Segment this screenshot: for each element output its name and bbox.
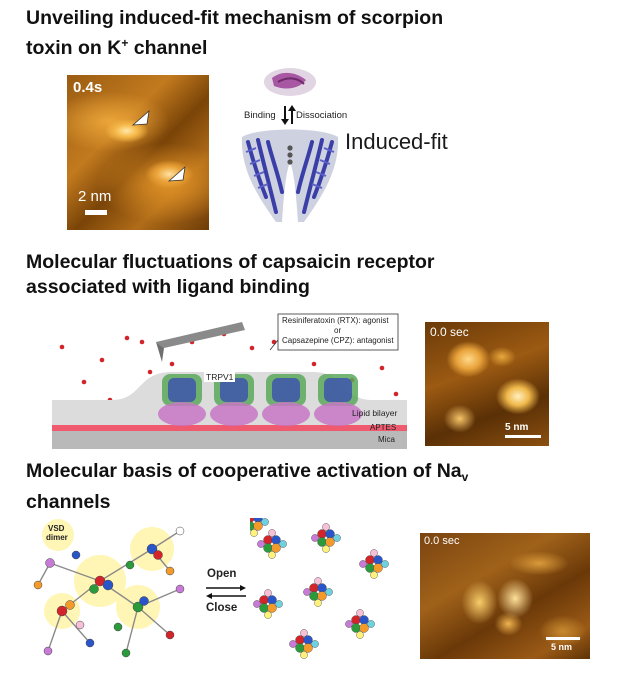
dissociation-label: Dissociation <box>296 110 348 121</box>
trpv1-schematic: Resiniferatoxin (RTX): agonist or Capsaz… <box>52 312 407 449</box>
section2-title: Molecular fluctuations of capsaicin rece… <box>26 250 435 300</box>
afm2-scale-label: 5 nm <box>505 422 529 433</box>
section2-title-line1: Molecular fluctuations of capsaicin rece… <box>26 251 435 273</box>
dimer-label: dimer <box>46 533 68 542</box>
section1-title-line2: toxin on K+ channel <box>26 36 208 59</box>
lipid-bilayer-label: Lipid bilayer <box>352 408 398 418</box>
afm3-scalebar <box>546 637 580 640</box>
close-label: Close <box>206 602 238 614</box>
afm3-timestamp: 0.0 sec <box>424 535 460 547</box>
afm3-scale-label: 5 nm <box>551 642 573 652</box>
section2-title-line2: associated with ligand binding <box>26 276 310 298</box>
aptes-label: APTES <box>370 423 397 432</box>
binding-label: Binding <box>244 110 276 121</box>
vsd-label: VSD <box>48 524 65 533</box>
afm-image-toxin: 0.4s 2 nm <box>67 75 209 230</box>
afm-image-nav: 0.0 sec 5 nm <box>420 533 590 659</box>
trpv1-label: TRPV1 <box>204 372 236 382</box>
nav-network-diagram: VSD dimer <box>30 515 200 675</box>
afm-image-trpv1: 0.0 sec 5 nm <box>425 322 549 446</box>
legend-agonist: Resiniferatoxin (RTX): agonist <box>282 316 389 325</box>
afm2-scalebar <box>505 435 541 438</box>
mica-label: Mica <box>378 435 395 444</box>
afm1-scalebar <box>85 210 107 215</box>
arrowhead-icon <box>131 109 150 126</box>
open-label: Open <box>207 568 237 580</box>
induced-fit-label: Induced-fit <box>345 129 448 154</box>
section3-title: Molecular basis of cooperative activatio… <box>26 459 468 515</box>
arrowhead-icon <box>167 165 186 182</box>
separated-channels <box>250 518 389 659</box>
afm1-timestamp: 0.4s <box>73 79 103 96</box>
section3-title-line2: channels <box>26 491 111 513</box>
section3-title-line1: Molecular basis of cooperative activatio… <box>26 460 469 484</box>
section1-title-line1: Unveiling induced-fit mechanism of scorp… <box>26 7 444 29</box>
afm2-timestamp: 0.0 sec <box>430 325 469 339</box>
legend-antagonist: Capsazepine (CPZ): antagonist <box>282 336 394 345</box>
toxin-channel-structure <box>241 68 339 222</box>
section1-title: Unveiling induced-fit mechanism of scorp… <box>26 6 443 61</box>
legend-or: or <box>334 326 342 335</box>
open-close-arrows-icon <box>206 585 246 599</box>
afm1-scale-label: 2 nm <box>78 188 112 205</box>
